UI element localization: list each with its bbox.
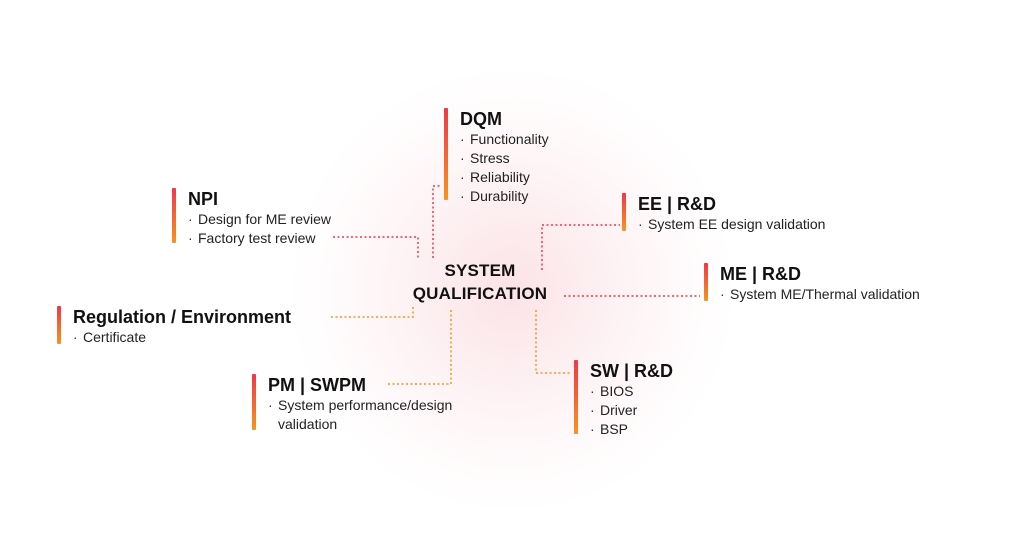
node-title: PM | SWPM (268, 375, 367, 395)
node-title: SW | R&D (590, 361, 674, 381)
connector-pm (388, 310, 452, 385)
connector-sw (535, 310, 570, 374)
accent-bar (574, 360, 578, 434)
center-glow (292, 70, 732, 510)
list-item: ·Functionality (460, 131, 549, 147)
node-title: EE | R&D (638, 194, 717, 214)
connector-dqm (432, 185, 440, 258)
center-title: SYSTEM QUALIFICATION (390, 259, 570, 305)
accent-bar (57, 306, 61, 344)
list-item: validation (278, 416, 338, 432)
list-item: ·Reliability (460, 169, 530, 185)
connector-npi (333, 236, 419, 258)
list-item: ·BSP (590, 421, 629, 437)
connector-ee (541, 224, 620, 270)
node-title: DQM (460, 109, 502, 129)
connector-regulation (331, 306, 414, 318)
list-item: ·System EE design validation (638, 216, 826, 232)
list-item: ·Factory test review (188, 230, 316, 246)
list-item: ·System ME/Thermal validation (720, 286, 920, 302)
node-title: ME | R&D (720, 264, 802, 284)
node-title: NPI (188, 189, 219, 209)
center-title-line2: QUALIFICATION (412, 284, 548, 303)
accent-bar (444, 108, 448, 200)
list-item: ·Durability (460, 188, 529, 204)
list-item: ·Stress (460, 150, 510, 166)
accent-bar (704, 263, 708, 301)
accent-bar (622, 193, 626, 231)
accent-bar (252, 374, 256, 430)
center-title-line1: SYSTEM (444, 261, 516, 280)
list-item: ·BIOS (590, 383, 634, 399)
list-item: ·Certificate (73, 329, 147, 345)
accent-bar (172, 188, 176, 243)
list-item: ·Driver (590, 402, 638, 418)
list-item: ·System performance/design (268, 397, 453, 413)
node-title: Regulation / Environment (73, 307, 292, 327)
list-item: ·Design for ME review (188, 211, 332, 227)
